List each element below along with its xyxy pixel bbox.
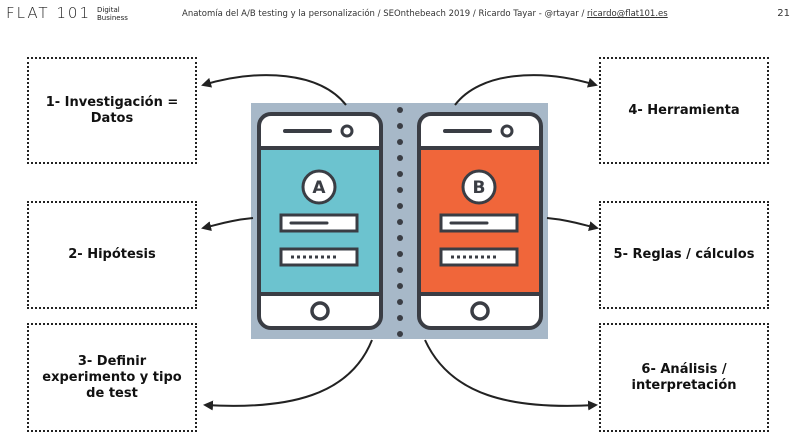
variant-a-label: A <box>312 178 326 198</box>
logo-sub-line2: Business <box>97 14 128 22</box>
connectors <box>201 74 599 411</box>
logo: FLAT 101 Digital Business <box>6 4 128 22</box>
step-6-box: 6- Análisis / interpretación <box>599 323 769 432</box>
center-divider <box>397 107 403 337</box>
step-2-label: 2- Hipótesis <box>68 247 156 262</box>
logo-sub: Digital Business <box>97 6 128 22</box>
step-3-label: 3- Definir experimento y tipo de test <box>42 353 182 401</box>
arrow-to-step-4 <box>454 74 598 106</box>
logo-main: FLAT 101 <box>6 4 91 22</box>
step-1-box: 1- Investigación = Datos <box>27 57 197 164</box>
step-4-label: 4- Herramienta <box>628 102 740 118</box>
step-4-box: 4- Herramienta <box>599 57 769 164</box>
header-email-link[interactable]: ricardo@flat101.es <box>587 9 668 19</box>
phone-a: A <box>257 112 383 330</box>
step-6-label: 6- Análisis / interpretación <box>631 361 737 393</box>
page-number: 21 <box>777 8 790 19</box>
step-2-box: 2- Hipótesis <box>27 201 197 309</box>
header-text: Anatomía del A/B testing y la personaliz… <box>182 9 588 19</box>
arrow-to-step-2 <box>201 217 254 232</box>
arrow-to-step-6 <box>424 339 598 411</box>
slide-header: Anatomía del A/B testing y la personaliz… <box>182 9 668 19</box>
step-1-label: 1- Investigación = Datos <box>45 94 179 126</box>
logo-sub-line1: Digital <box>97 6 120 14</box>
arrow-to-step-3 <box>203 339 373 411</box>
variant-b-label: B <box>473 178 486 198</box>
phone-b: B <box>417 112 543 330</box>
step-3-box: 3- Definir experimento y tipo de test <box>27 323 197 432</box>
step-5-box: 5- Reglas / cálculos <box>599 201 769 309</box>
arrow-to-step-5 <box>546 217 599 232</box>
step-5-label: 5- Reglas / cálculos <box>613 247 755 262</box>
arrow-to-step-1 <box>201 74 347 106</box>
